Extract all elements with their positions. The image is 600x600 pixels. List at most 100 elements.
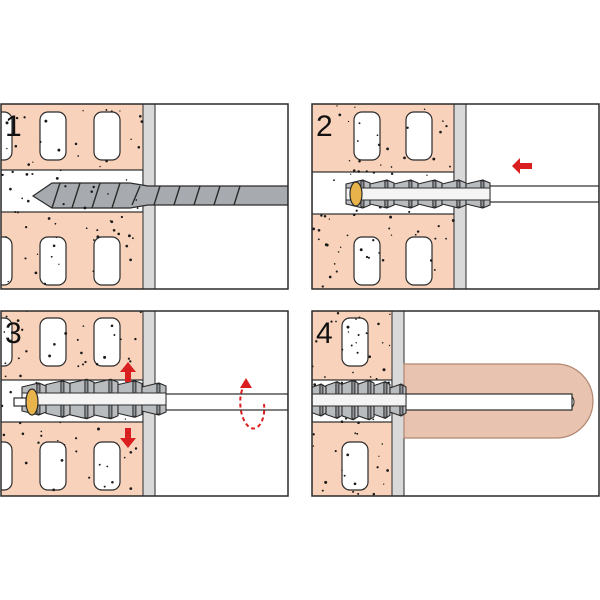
brick-speckle — [110, 110, 113, 113]
brick-speckle — [21, 432, 25, 436]
brick-speckle — [77, 365, 80, 368]
brick-speckle — [390, 166, 393, 168]
brick-speckle — [363, 488, 365, 490]
panel-4: 4 — [311, 310, 600, 497]
brick-speckle — [15, 116, 19, 120]
panel-1: 1 — [0, 103, 289, 290]
brick-holes — [341, 317, 369, 491]
brick-speckle — [48, 354, 52, 358]
panel-number: 2 — [316, 110, 333, 143]
brick-speckle — [88, 476, 91, 479]
brick-speckle — [358, 122, 361, 125]
brick-speckle — [347, 120, 350, 123]
brick-speckle — [59, 421, 62, 424]
brick-speckle — [445, 124, 448, 128]
brick-speckle — [25, 173, 29, 176]
brick-speckle — [117, 232, 121, 236]
brick-speckle — [350, 344, 353, 347]
brick-speckle — [357, 492, 360, 495]
brick-speckle — [92, 270, 95, 273]
brick-speckle — [356, 432, 359, 435]
brick-speckle — [82, 325, 85, 327]
brick-speckle — [323, 215, 327, 218]
brick-speckle — [451, 219, 455, 222]
brick-speckle — [372, 492, 376, 496]
brick-speckle — [36, 253, 39, 256]
brick-speckle — [103, 485, 106, 488]
arrow-left-icon — [512, 158, 532, 174]
brick-speckle — [336, 312, 340, 315]
brick-speckle — [107, 193, 109, 195]
brick-speckle — [120, 338, 122, 341]
brick-speckle — [365, 332, 368, 335]
brick-speckle — [337, 251, 340, 253]
brick-speckle — [346, 234, 349, 237]
brick-speckle — [426, 174, 428, 176]
brick-speckle — [110, 220, 114, 224]
plug-core — [21, 392, 167, 406]
brick-speckle — [335, 320, 337, 323]
brick-speckle — [390, 172, 394, 176]
brick-speckle — [19, 374, 22, 378]
brick-speckle — [336, 105, 338, 107]
brick-speckle — [9, 187, 12, 191]
brick-speckle — [434, 237, 437, 240]
brick-speckle — [134, 337, 137, 341]
brick-speckle — [9, 339, 12, 342]
brick-speckle — [111, 480, 114, 484]
brick-speckle — [433, 268, 436, 271]
brick-speckle — [39, 140, 42, 143]
brick-speckle — [350, 173, 352, 175]
brick-speckle — [352, 213, 356, 217]
brick-speckle — [347, 331, 350, 333]
brick-speckle — [442, 120, 444, 122]
brick-speckle — [346, 325, 350, 329]
brick-speckle — [84, 360, 87, 364]
brick-speckle — [27, 163, 31, 166]
brick-speckle — [43, 282, 47, 285]
brick-speckle — [137, 146, 141, 149]
brick-speckle — [324, 243, 328, 247]
brick-speckle — [12, 130, 16, 134]
brick-speckle — [123, 456, 126, 459]
brick-speckle — [44, 119, 48, 123]
brick-speckle — [64, 185, 67, 188]
brick-speckle — [437, 225, 440, 228]
brick-speckle — [16, 319, 20, 322]
brick-speckle — [381, 341, 384, 344]
brick-speckle — [333, 179, 335, 182]
brick-speckle — [328, 218, 331, 220]
brick-speckle — [125, 244, 129, 248]
brick-speckle — [95, 363, 99, 366]
brick-speckle — [63, 444, 66, 446]
brick-speckle — [406, 126, 409, 129]
brick-speckle — [343, 474, 346, 477]
plug-with-screw — [312, 379, 573, 421]
brick-speckle — [354, 106, 356, 108]
brick-speckle — [96, 235, 100, 239]
brick-speckle — [62, 202, 65, 206]
brick-speckle — [388, 344, 391, 347]
brick-speckle — [439, 130, 442, 134]
brick-speckle — [23, 116, 26, 119]
brick-speckle — [92, 239, 95, 241]
brick-speckle — [14, 144, 18, 148]
brick-speckle — [21, 197, 24, 200]
brick-speckle — [132, 237, 134, 240]
brick-speckle — [74, 437, 78, 440]
brick-speckle — [57, 148, 61, 152]
brick-speckle — [110, 324, 114, 328]
brick-speckle — [120, 215, 124, 219]
plug-core — [312, 393, 407, 407]
brick-speckle — [5, 236, 7, 238]
brick-speckle — [375, 377, 378, 380]
brick-speckle — [55, 176, 59, 180]
brick-speckle — [103, 355, 107, 359]
brick-speckle — [139, 115, 142, 118]
brick-speckle — [90, 190, 93, 193]
brick-speckle — [105, 108, 108, 111]
brick-speckle — [5, 121, 9, 125]
brick-speckle — [136, 207, 139, 209]
brick-speckle — [352, 490, 355, 493]
